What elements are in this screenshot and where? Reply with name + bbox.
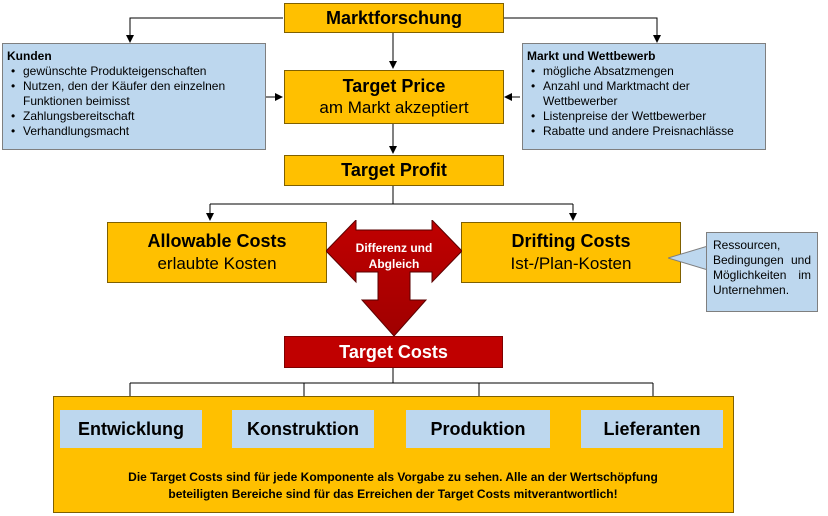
drifting-costs-subtitle: Ist-/Plan-Kosten [510,254,632,273]
kunden-item: Nutzen, den der Käufer den einzelnen Fun… [7,79,261,109]
kunden-box: Kunden gewünschte Produkteigenschaften N… [2,43,266,150]
target-price-box: Target Price am Markt akzeptiert [284,70,504,124]
target-costs-box: Target Costs [284,336,503,368]
footer-note: Die Target Costs sind für jede Komponent… [60,466,726,506]
differenz-line1: Differenz und [355,241,433,255]
target-costs-label: Target Costs [339,341,448,362]
area-produktion: Produktion [406,410,550,448]
differenz-arrow-shape [326,220,462,337]
drifting-costs-title: Drifting Costs [511,231,631,251]
target-profit-label: Target Profit [341,160,447,180]
markt-item: mögliche Absatzmengen [527,64,761,79]
arrow-to-markt [504,17,661,43]
target-price-title: Target Price [342,76,446,96]
kunden-item: Verhandlungsmacht [7,124,261,139]
callout-pointer [668,245,708,271]
area-entwicklung: Entwicklung [60,410,202,448]
target-price-subtitle: am Markt akzeptiert [319,98,469,117]
markt-item: Anzahl und Marktmacht der Wettbewerber [527,79,761,109]
allowable-costs-title: Allowable Costs [147,231,287,251]
marktforschung-label: Marktforschung [325,7,462,28]
differenz-label: Differenz und Abgleich [340,236,448,276]
markt-item: Listenpreise der Wettbewerber [527,109,761,124]
target-profit-box: Target Profit [284,155,504,186]
arrow-to-kunden [126,17,283,43]
area-entwicklung-label: Entwicklung [77,418,184,439]
marktforschung-box: Marktforschung [284,3,504,33]
area-konstruktion-label: Konstruktion [247,418,359,439]
footer-line1: Die Target Costs sind für jede Komponent… [128,470,658,484]
kunden-item: gewünschte Produkteigenschaften [7,64,261,79]
kunden-item: Zahlungsbereitschaft [7,109,261,124]
markt-list: mögliche Absatzmengen Anzahl und Marktma… [527,64,761,139]
kunden-title: Kunden [7,49,52,63]
area-lieferanten: Lieferanten [581,410,723,448]
differenz-line2: Abgleich [368,257,420,271]
callout-box: Ressourcen, Bedingungen und Möglichkeite… [706,232,818,312]
callout-text: Ressourcen, Bedingungen und Möglichkeite… [713,238,811,297]
markt-box: Markt und Wettbewerb mögliche Absatzmeng… [522,43,766,150]
drifting-costs-box: Drifting Costs Ist-/Plan-Kosten [461,222,681,283]
markt-item: Rabatte und andere Preisnachlässe [527,124,761,139]
area-produktion-label: Produktion [430,418,526,439]
footer-line2: beteiligten Bereiche sind für das Erreic… [168,487,618,501]
markt-title: Markt und Wettbewerb [527,49,656,63]
area-lieferanten-label: Lieferanten [603,418,701,439]
allowable-costs-box: Allowable Costs erlaubte Kosten [107,222,327,283]
area-konstruktion: Konstruktion [232,410,374,448]
kunden-list: gewünschte Produkteigenschaften Nutzen, … [7,64,261,139]
allowable-costs-subtitle: erlaubte Kosten [157,254,277,273]
